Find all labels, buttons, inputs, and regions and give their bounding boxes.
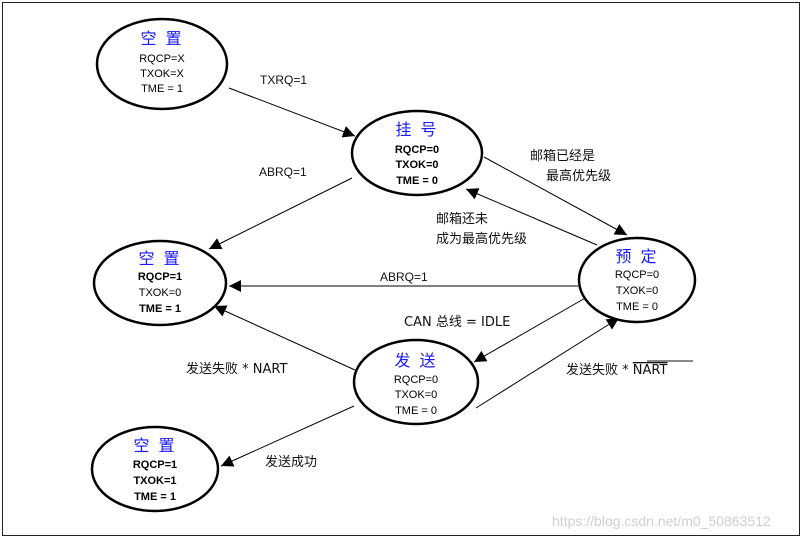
label-nart-overline: NART — [633, 363, 668, 378]
state-title: 空 置 — [140, 29, 183, 48]
label-fail-nart: 发送失败 * NART — [186, 361, 287, 377]
label-highest-line1: 邮箱已经是 — [530, 148, 595, 164]
state-field-tme: TME = 1 — [141, 83, 183, 95]
state-field-tme: TME = 0 — [396, 175, 438, 187]
arrow-fail-not-nart — [475, 317, 620, 409]
label-txrq: TXRQ=1 — [260, 73, 307, 87]
state-empty-initial: 空 置 RQCP=X TXOK=X TME = 1 — [95, 17, 229, 111]
state-field-tme: TME = 0 — [395, 405, 437, 417]
arrow-not-highest — [465, 188, 598, 246]
state-field-tme: TME = 1 — [139, 303, 181, 315]
state-field-txok: TXOK=1 — [133, 475, 176, 487]
state-transmit: 发 送 RQCP=0 TXOK=0 TME = 0 — [352, 338, 480, 426]
state-scheduled: 预 定 RQCP=0 TXOK=0 TME = 0 — [577, 236, 697, 324]
arrow-txrq — [228, 87, 356, 138]
state-title: 挂 号 — [395, 120, 438, 139]
label-abrq-scheduled: ABRQ=1 — [380, 270, 428, 284]
transition-labels: TXRQ=1 ABRQ=1 邮箱已经是 最高优先级 邮箱还未 成为最高优先级 A… — [186, 73, 693, 470]
label-can-idle: CAN 总线 = IDLE — [404, 315, 510, 330]
state-field-rqcp: RQCP=0 — [394, 374, 438, 386]
label-success: 发送成功 — [265, 454, 317, 470]
state-field-tme: TME = 0 — [616, 301, 658, 313]
state-empty-success: 空 置 RQCP=1 TXOK=1 TME = 1 — [90, 425, 220, 513]
arrow-success — [220, 405, 355, 467]
state-field-txok: TXOK=0 — [395, 159, 438, 171]
state-empty-aborted: 空 置 RQCP=1 TXOK=0 TME = 1 — [92, 239, 228, 327]
state-title: 空 置 — [138, 249, 181, 268]
transition-arrows — [208, 87, 628, 467]
label-fail-not-nart: 发送失败 * NART — [566, 362, 667, 378]
state-field-txok: TXOK=0 — [139, 287, 182, 299]
diagram-frame — [2, 2, 800, 536]
state-field-rqcp: RQCP=1 — [133, 459, 177, 471]
state-title: 预 定 — [615, 247, 658, 266]
state-field-rqcp: RQCP=0 — [395, 144, 439, 156]
state-title: 发 送 — [394, 351, 437, 370]
state-pending: 挂 号 RQCP=0 TXOK=0 TME = 0 — [350, 109, 484, 197]
state-field-rqcp: RQCP=X — [139, 53, 185, 65]
label-not-highest-line2: 成为最高优先级 — [436, 231, 527, 247]
arrow-fail-nart — [213, 305, 356, 371]
state-field-rqcp: RQCP=0 — [615, 269, 659, 281]
label-fail-prefix: 发送失败 * — [566, 362, 633, 378]
arrow-abrq-pending — [208, 177, 353, 250]
state-field-txok: TXOK=0 — [616, 285, 659, 297]
arrow-highest-priority — [483, 156, 628, 236]
arrow-can-idle — [473, 296, 588, 363]
label-not-highest-line1: 邮箱还未 — [436, 211, 488, 227]
state-field-rqcp: RQCP=1 — [138, 271, 182, 283]
state-title: 空 置 — [133, 436, 176, 455]
state-field-txok: TXOK=X — [140, 68, 184, 80]
label-highest-line2: 最高优先级 — [546, 168, 611, 184]
state-field-tme: TME = 1 — [134, 491, 176, 503]
state-field-txok: TXOK=0 — [395, 389, 438, 401]
label-abrq-pending: ABRQ=1 — [259, 165, 307, 179]
watermark: https://blog.csdn.net/m0_50863512 — [552, 513, 771, 529]
